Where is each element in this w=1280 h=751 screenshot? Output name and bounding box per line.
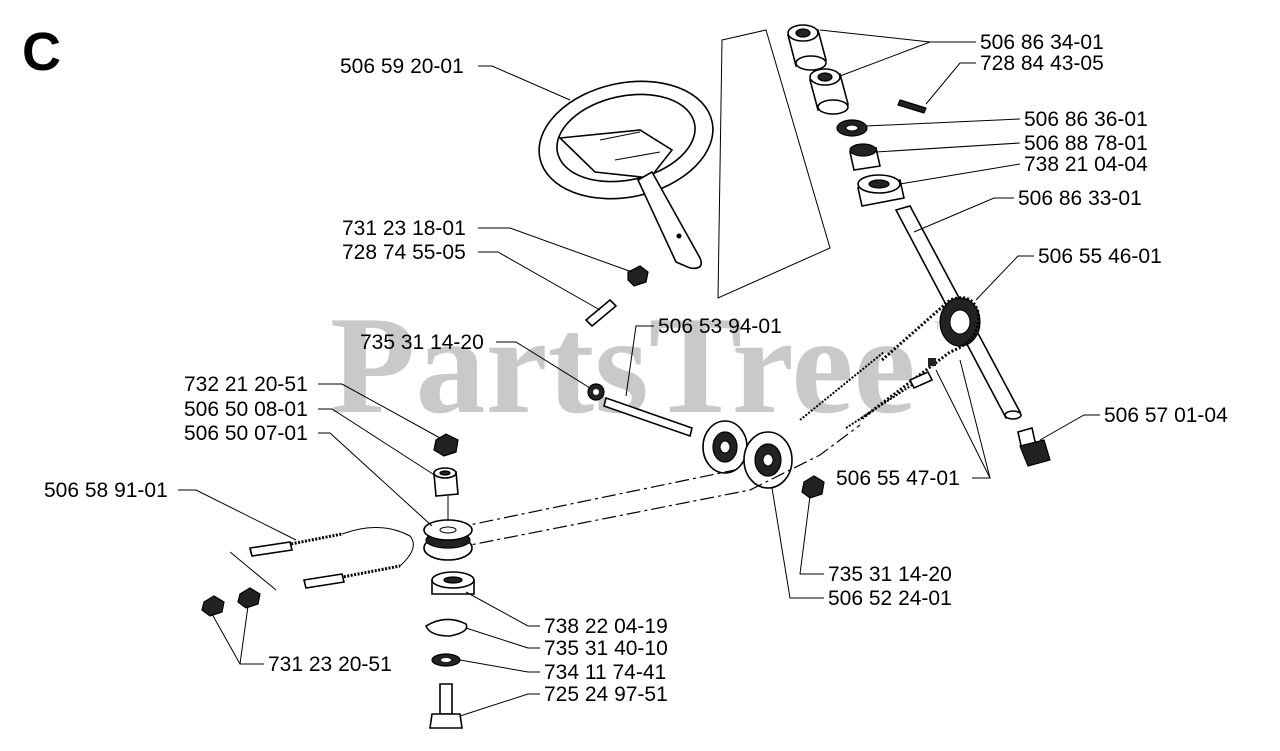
bearing-upper[interactable]	[857, 174, 905, 207]
retaining-ring[interactable]	[425, 618, 468, 637]
lower-collar[interactable]	[809, 68, 849, 115]
washer-lower[interactable]	[431, 653, 461, 667]
sprocket[interactable]	[939, 297, 981, 347]
cable-end-lower[interactable]	[908, 370, 934, 390]
cable-upper[interactable]	[799, 351, 885, 421]
callout-735-31-40-10: 735 31 40-10	[544, 637, 668, 660]
centerline-1	[454, 469, 736, 529]
callout-735-31-14-20-top: 735 31 14-20	[360, 331, 484, 354]
callout-506-50-07-01: 506 50 07-01	[184, 422, 308, 445]
screw-small[interactable]	[584, 298, 618, 328]
callout-732-21-20-51: 732 21 20-51	[184, 373, 308, 396]
nut-top-left[interactable]	[433, 433, 459, 457]
bolt-lower[interactable]	[429, 683, 463, 729]
nut-pulley-right[interactable]	[801, 475, 825, 499]
cable-lower[interactable]	[845, 384, 913, 429]
callout-728-74-55-05: 728 74 55-05	[342, 241, 466, 264]
callout-506-53-94-01: 506 53 94-01	[658, 315, 782, 338]
callout-738-22-04-19: 738 22 04-19	[544, 615, 668, 638]
callout-506-88-78-01: 506 88 78-01	[1024, 132, 1148, 155]
callout-728-84-43-05: 728 84 43-05	[980, 52, 1104, 75]
callout-506-58-91-01: 506 58 91-01	[44, 479, 168, 502]
chain-link[interactable]	[928, 358, 936, 366]
callout-506-57-01-04: 506 57 01-04	[1104, 404, 1228, 427]
watermark-text: PartsTree	[330, 288, 916, 443]
callout-738-21-04-04: 738 21 04-04	[1024, 153, 1148, 176]
upper-bushing[interactable]	[787, 24, 827, 71]
callout-506-86-36-01: 506 86 36-01	[1024, 108, 1148, 131]
chain[interactable]	[859, 296, 980, 422]
callout-735-31-14-20-bottom: 735 31 14-20	[828, 563, 952, 586]
nut-cable-2[interactable]	[237, 587, 261, 609]
callout-506-55-47-01: 506 55 47-01	[836, 467, 960, 490]
steering-cable[interactable]	[229, 526, 414, 591]
callout-506-86-33-01: 506 86 33-01	[1018, 187, 1142, 210]
bearing-lower[interactable]	[431, 571, 475, 595]
callout-labels: 506 59 20-01 506 86 34-01 728 84 43-05 5…	[44, 31, 1228, 706]
pulley-rear[interactable]	[743, 431, 793, 489]
leader-lines	[178, 29, 1100, 717]
nut-small[interactable]	[627, 265, 649, 287]
callout-506-55-46-01: 506 55 46-01	[1038, 245, 1162, 268]
nut-cable-1[interactable]	[201, 595, 225, 617]
pulley-rod[interactable]	[587, 383, 693, 438]
callout-506-50-08-01: 506 50 08-01	[184, 398, 308, 421]
steering-wheel[interactable]	[528, 66, 724, 270]
sheave-left[interactable]	[423, 519, 473, 561]
callout-725-24-97-51: 725 24 97-51	[544, 683, 668, 706]
phantom-box-wheel	[717, 29, 831, 299]
set-screw[interactable]	[897, 99, 927, 114]
centerline-2	[454, 424, 861, 549]
pulley-front[interactable]	[702, 420, 748, 474]
spacer-left[interactable]	[433, 467, 459, 497]
callout-734-11-74-41: 734 11 74-41	[544, 661, 666, 684]
flange-bushing[interactable]	[849, 143, 881, 171]
callout-506-59-20-01: 506 59 20-01	[340, 55, 464, 78]
callout-731-23-18-01: 731 23 18-01	[342, 217, 466, 240]
section-letter: C	[22, 22, 61, 82]
callout-506-86-34-01: 506 86 34-01	[980, 31, 1104, 54]
callout-731-23-20-51: 731 23 20-51	[268, 653, 392, 676]
callout-506-52-24-01: 506 52 24-01	[828, 587, 952, 610]
hex-bolt-right[interactable]	[1017, 426, 1051, 467]
washer-upper[interactable]	[836, 119, 868, 137]
